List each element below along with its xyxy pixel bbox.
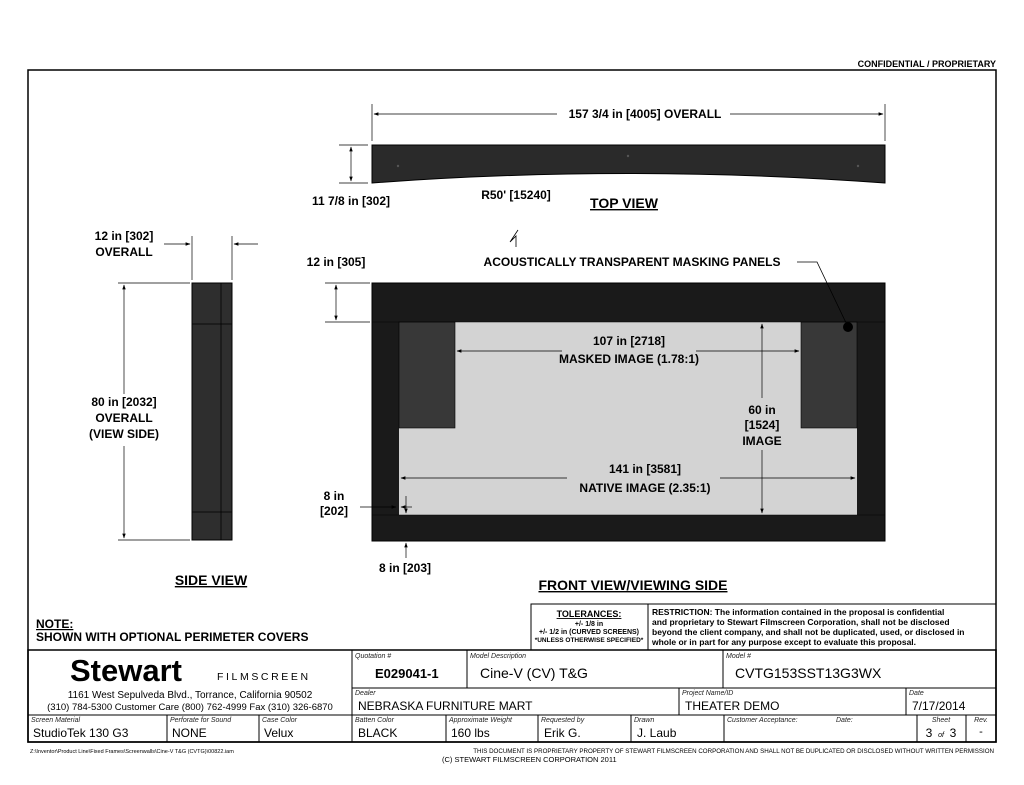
side-view-height-label: 80 in [2032] [91, 395, 156, 409]
masking-panels-leader [797, 261, 849, 328]
bottom-border-label: 8 in [203] [379, 561, 431, 575]
file-path: Z:\Inventor\Product Line\Fixed Frames\Sc… [30, 749, 234, 755]
tolerance-line: *UNLESS OTHERWISE SPECIFIED* [535, 637, 644, 644]
top-view: 157 3/4 in [4005] OVERALL 11 7/8 in [302… [312, 104, 886, 247]
side-border-label: 8 in [324, 489, 345, 503]
sheet-total: 3 [950, 726, 957, 740]
drawn-label: Drawn [634, 717, 654, 724]
side-view-depth-label: 12 in [302] [95, 229, 154, 243]
top-view-mark [856, 164, 860, 168]
masking-panels-label: ACOUSTICALLY TRANSPARENT MASKING PANELS [484, 255, 781, 269]
masked-image-label: MASKED IMAGE (1.78:1) [559, 352, 699, 366]
company-logo-sub: FILMSCREEN [217, 671, 311, 683]
top-view-depth-label: 11 7/8 in [302] [312, 194, 390, 208]
project-label: Project Name/ID [682, 690, 733, 697]
project-value: THEATER DEMO [685, 699, 779, 713]
customer-acceptance-label: Customer Acceptance: [727, 717, 798, 724]
model-desc-value: Cine-V (CV) T&G [480, 665, 588, 681]
perforate-value: NONE [172, 726, 207, 740]
perforate-label: Perforate for Sound [170, 717, 232, 724]
top-view-mark [626, 154, 630, 158]
rev-value: - [979, 726, 983, 738]
proprietary-notice: THIS DOCUMENT IS PROPRIETARY PROPERTY OF… [473, 748, 994, 755]
weight-label: Approximate Weight [448, 717, 513, 724]
batten-color-value: BLACK [358, 726, 397, 740]
company-address: 1161 West Sepulveda Blvd., Torrance, Cal… [68, 690, 313, 701]
batten-color-label: Batten Color [355, 717, 395, 724]
side-border-mm: [202] [320, 504, 348, 518]
top-view-mark [396, 164, 400, 168]
confidential-label: CONFIDENTIAL / PROPRIETARY [858, 59, 996, 69]
masked-width-label: 107 in [2718] [593, 334, 665, 348]
title-block-border [27, 649, 997, 743]
date-label: Date [909, 690, 924, 697]
model-desc-label: Model Description [470, 653, 526, 660]
side-view-height-sub2: (VIEW SIDE) [89, 427, 159, 441]
model-number-value: CVTG153SST13G3WX [735, 665, 882, 681]
tolerances-title: TOLERANCES: [557, 609, 622, 619]
masking-panel-left [398, 321, 456, 429]
restriction-line: whole or in part for any purpose except … [651, 637, 916, 647]
screen-material-value: StudioTek 130 G3 [33, 726, 129, 740]
quotation-value: E029041-1 [375, 666, 439, 681]
requested-value: Erik G. [544, 726, 581, 740]
top-view-radius-label: R50' [15240] [481, 188, 551, 202]
restriction-line: and proprietary to Stewart Filmscreen Co… [652, 617, 950, 627]
side-view-depth-sub: OVERALL [95, 245, 152, 259]
front-top-border-label: 12 in [305] [307, 255, 366, 269]
title-block: Stewart FILMSCREEN 1161 West Sepulveda B… [27, 649, 997, 743]
tolerance-line: +/- 1/8 in [575, 621, 603, 628]
top-view-overall-width-label: 157 3/4 in [4005] OVERALL [569, 107, 722, 121]
image-height-sub: IMAGE [742, 434, 781, 448]
tolerance-line: +/- 1/2 in (CURVED SCREENS) [539, 629, 639, 636]
weight-value: 160 lbs [451, 726, 490, 740]
sheet-label: Sheet [932, 717, 951, 724]
rev-label: Rev. [974, 717, 988, 724]
case-color-value: Velux [264, 726, 293, 740]
note-title: NOTE: [36, 617, 73, 631]
case-color-label: Case Color [262, 717, 298, 724]
model-number-label: Model # [726, 653, 751, 660]
date-value: 7/17/2014 [912, 699, 966, 713]
restriction-line: RESTRICTION: The information contained i… [652, 607, 944, 617]
requested-label: Requested by [541, 717, 585, 724]
image-height-label: 60 in [748, 403, 775, 417]
screen-material-label: Screen Material [31, 717, 80, 724]
drawn-value: J. Laub [637, 726, 677, 740]
native-image-label: NATIVE IMAGE (2.35:1) [579, 481, 710, 495]
restriction-line: beyond the client company, and shall not… [652, 627, 965, 637]
radius-leader [509, 229, 519, 247]
note-text: SHOWN WITH OPTIONAL PERIMETER COVERS [36, 630, 308, 644]
copyright: (C) STEWART FILMSCREEN CORPORATION 2011 [442, 755, 617, 764]
sheet-of: of [938, 732, 945, 739]
company-logo-name: Stewart [70, 653, 182, 688]
side-view-title: SIDE VIEW [175, 572, 248, 588]
native-width-label: 141 in [3581] [609, 462, 681, 476]
native-image-area [399, 322, 857, 515]
front-view-title: FRONT VIEW/VIEWING SIDE [538, 577, 727, 593]
side-view: 12 in [302] OVERALL 80 in [2032] OVERALL… [89, 229, 258, 588]
dealer-value: NEBRASKA FURNITURE MART [358, 699, 533, 713]
company-phones: (310) 784-5300 Customer Care (800) 762-4… [47, 702, 333, 713]
masking-panel-right [800, 321, 858, 429]
side-view-height-sub: OVERALL [95, 411, 152, 425]
front-view: 12 in [305] ACOUSTICALLY TRANSPARENT MAS… [307, 255, 886, 593]
dealer-label: Dealer [355, 690, 376, 697]
top-view-title: TOP VIEW [590, 195, 659, 211]
quotation-label: Quotation # [355, 653, 391, 660]
sheet-number: 3 [926, 726, 933, 740]
side-view-frame [191, 282, 233, 541]
image-height-mm: [1524] [745, 418, 780, 432]
acceptance-date-label: Date: [836, 717, 853, 724]
top-view-screen-profile [371, 144, 886, 184]
